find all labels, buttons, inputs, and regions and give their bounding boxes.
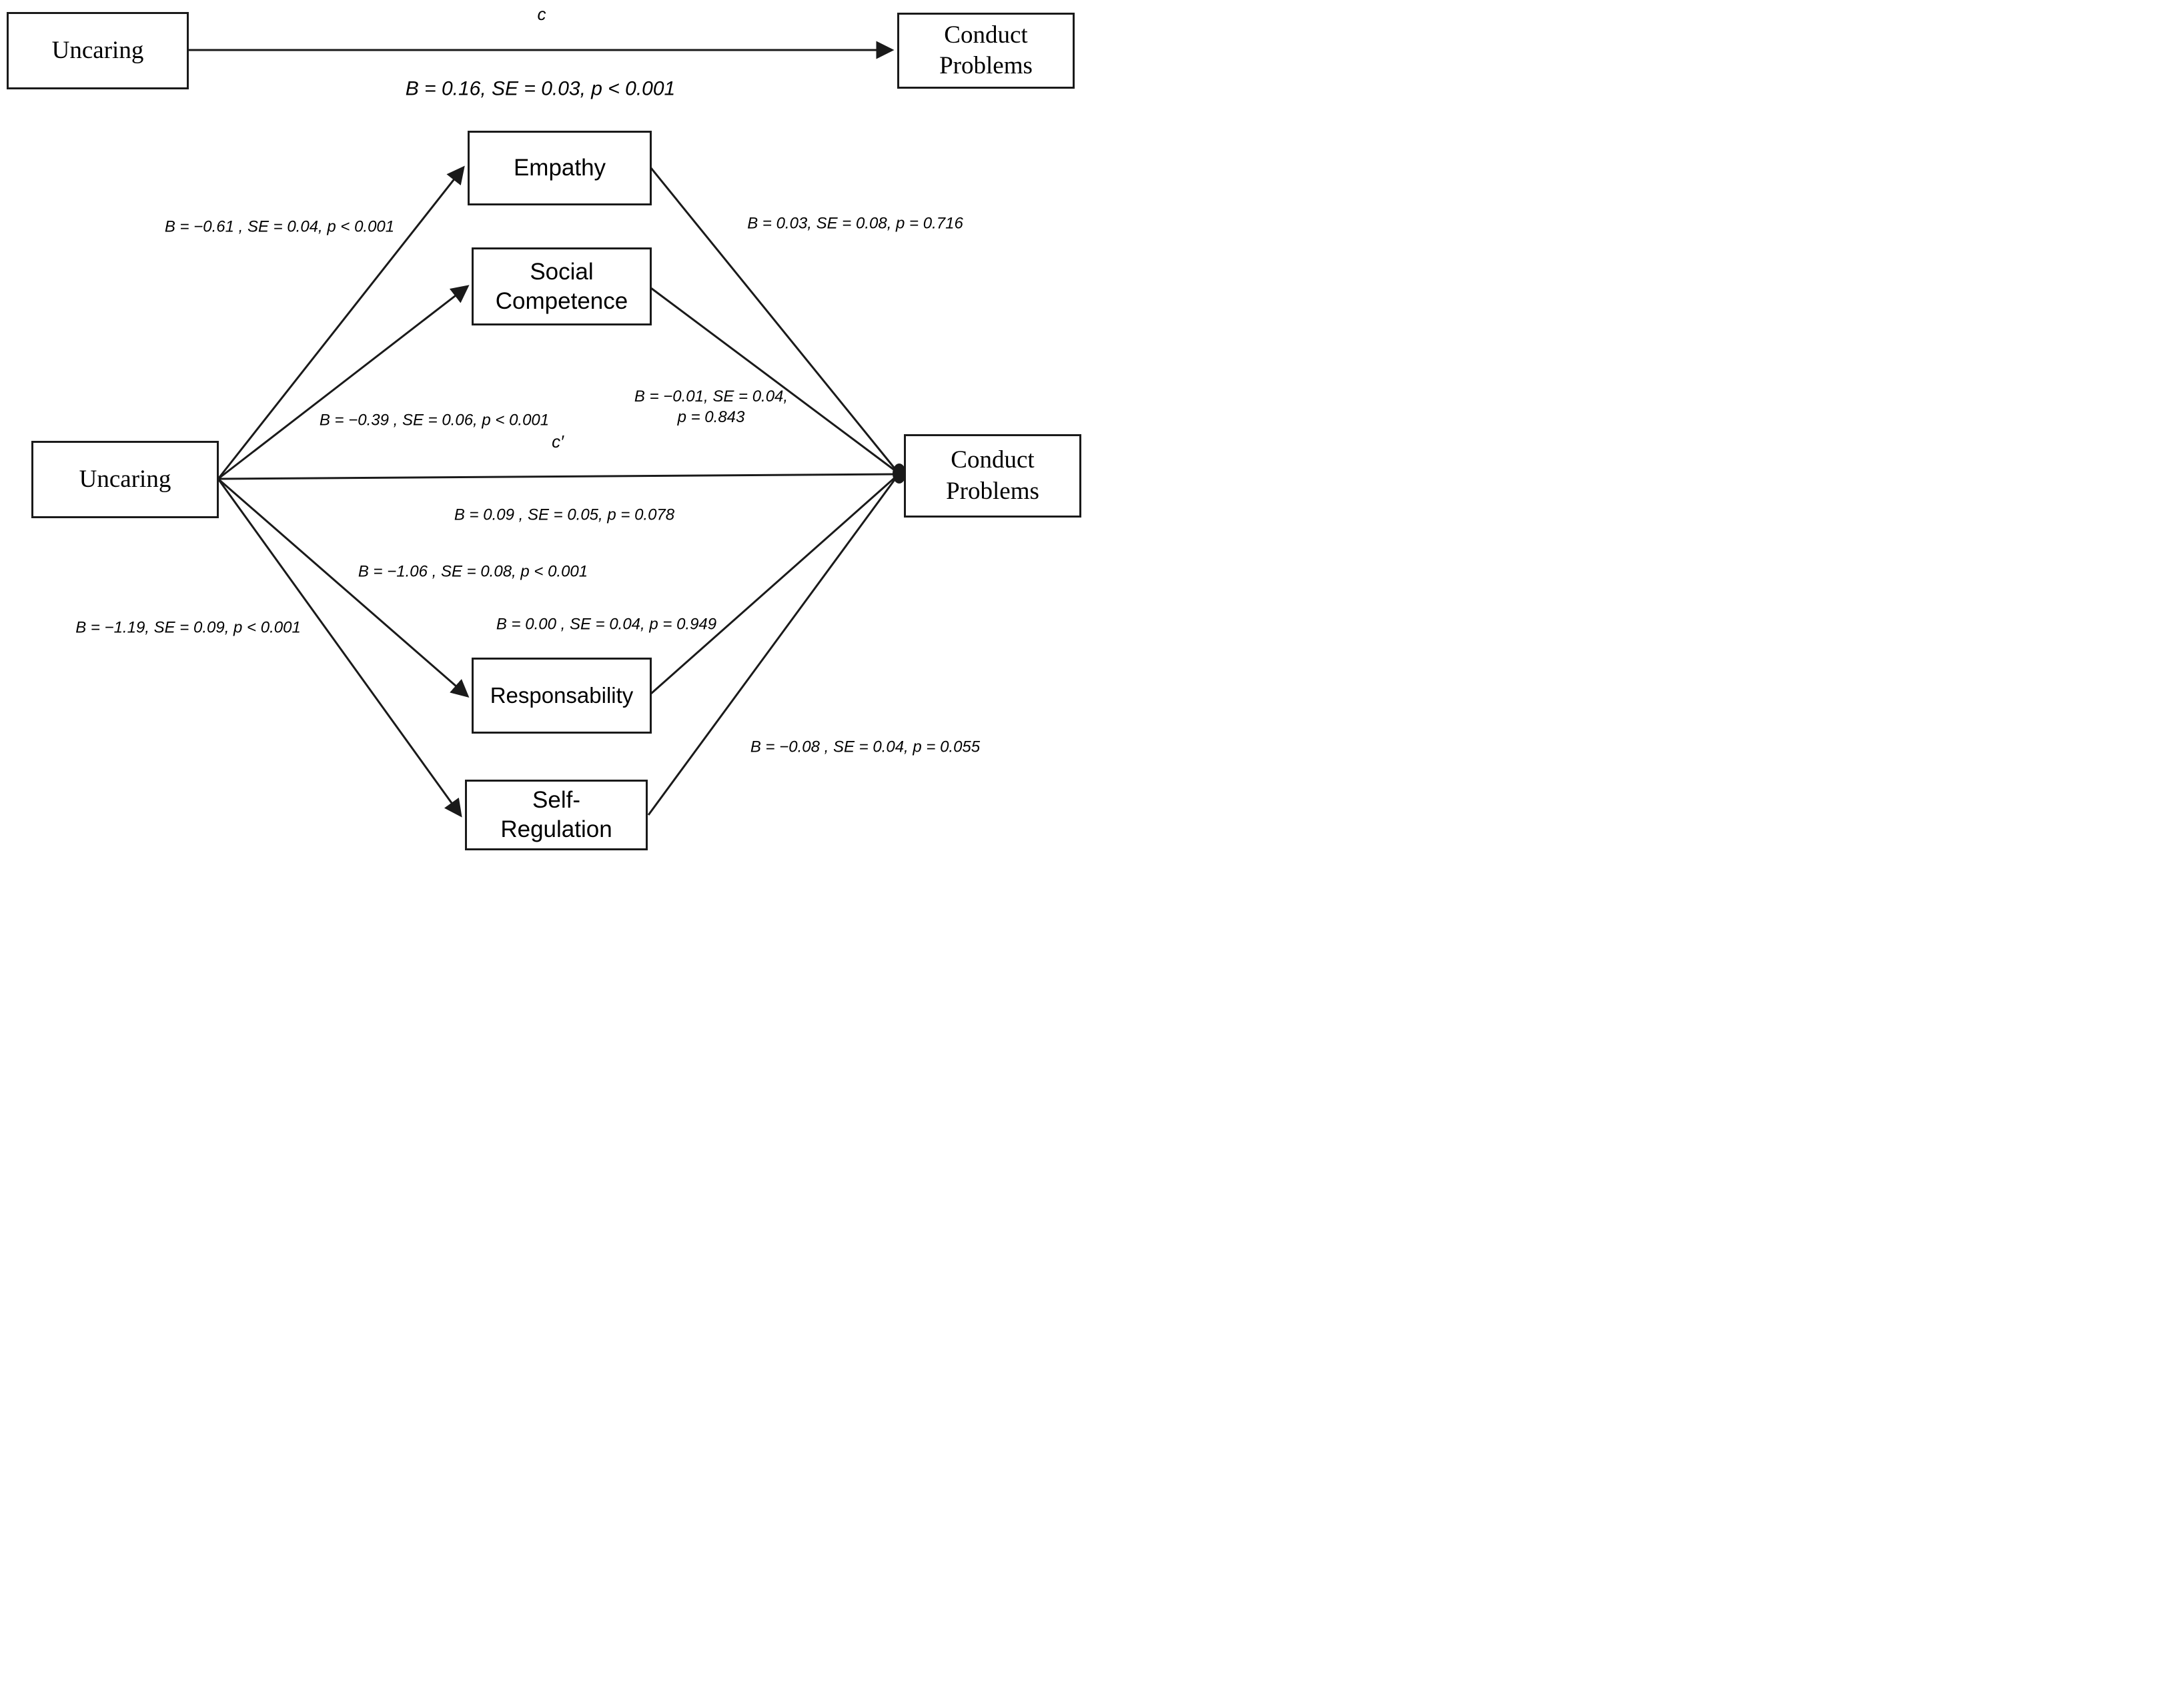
mediator-box-social-competence: Social Competence	[472, 247, 652, 325]
a-path-social-competence-line	[217, 285, 470, 480]
b-path-responsability-line	[650, 474, 898, 695]
top-outcome-label: Conduct Problems	[939, 21, 1033, 79]
a-path-stats-responsability: B = −1.06 , SE = 0.08, p < 0.001	[358, 562, 588, 581]
mediator-label-social-competence: Social Competence	[495, 258, 628, 314]
a-path-self-regulation-line	[217, 478, 462, 818]
outcome-label: Conduct Problems	[946, 446, 1039, 505]
c-prime-line	[217, 473, 897, 480]
b-path-social-competence-line	[650, 287, 898, 474]
predictor-box: Uncaring	[31, 441, 219, 518]
mediator-box-empathy: Empathy	[468, 131, 652, 205]
top-outcome-box: Conduct Problems	[897, 13, 1075, 89]
top-predictor-box: Uncaring	[7, 12, 189, 89]
mediation-diagram: Uncaring Conduct Problems c B = 0.16, SE…	[0, 0, 1088, 854]
mediator-box-self-regulation: Self-Regulation	[465, 780, 648, 850]
a-path-empathy-line	[217, 165, 465, 480]
a-path-stats-self-regulation: B = −1.19, SE = 0.09, p < 0.001	[75, 618, 301, 637]
c-path-stats: B = 0.16, SE = 0.03, p < 0.001	[405, 77, 676, 100]
path-arrows	[189, 41, 906, 818]
top-predictor-label: Uncaring	[51, 36, 144, 64]
mediator-label-empathy: Empathy	[513, 155, 606, 181]
c-prime-label: c′	[552, 432, 564, 452]
converged-arrowheads-blob	[893, 464, 906, 484]
b-path-empathy-line	[650, 167, 899, 472]
a-path-stats-social-competence: B = −0.39 , SE = 0.06, p < 0.001	[319, 411, 550, 430]
mediator-label-responsability: Responsability	[490, 683, 634, 708]
b-path-self-regulation-line	[647, 476, 899, 816]
predictor-label: Uncaring	[79, 465, 171, 493]
b-path-stats-responsability: B = 0.00 , SE = 0.04, p = 0.949	[496, 615, 717, 634]
mediator-box-responsability: Responsability	[472, 658, 652, 734]
c-prime-stats: B = 0.09 , SE = 0.05, p = 0.078	[454, 506, 675, 524]
b-path-stats-self-regulation: B = −0.08 , SE = 0.04, p = 0.055	[750, 738, 981, 756]
outcome-box: Conduct Problems	[904, 434, 1081, 518]
b-path-stats-social-competence: B = −0.01, SE = 0.04, p = 0.843	[634, 387, 788, 426]
b-path-stats-empathy: B = 0.03, SE = 0.08, p = 0.716	[747, 214, 963, 233]
mediator-label-self-regulation: Self-Regulation	[500, 787, 612, 842]
c-path-label: c	[537, 4, 546, 25]
a-path-responsability-line	[217, 478, 470, 698]
a-path-stats-empathy: B = −0.61 , SE = 0.04, p < 0.001	[164, 217, 395, 236]
